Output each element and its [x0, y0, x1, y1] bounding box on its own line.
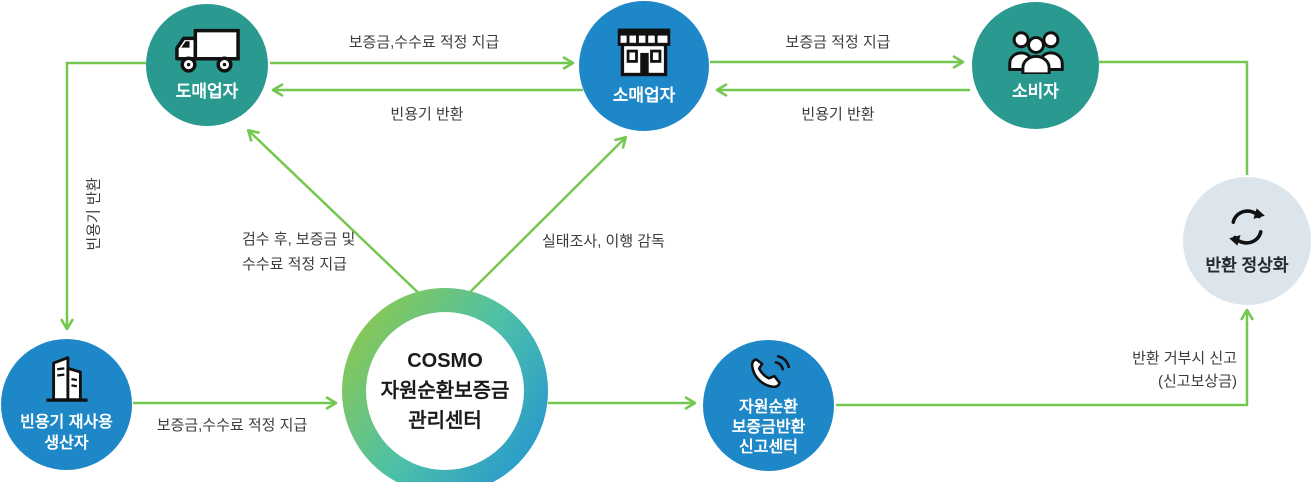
arrow-wholesaler-to-producer	[60, 61, 146, 331]
edge-label-report: 반환 거부시 신고 (신고보상금)	[1132, 350, 1237, 390]
edge-label-wholesaler-to-retailer: 보증금,수수료 적정 지급	[348, 34, 500, 51]
edge-label-wholesaler-to-producer: 빈용기 반환	[85, 177, 103, 251]
edge-label-producer-to-center: 보증금,수수료 적정 지급	[156, 417, 308, 434]
node-retailer-label: 소매업자	[612, 86, 676, 105]
phone-icon	[747, 353, 791, 393]
arrow-report-center-to-return-normalization	[836, 308, 1254, 407]
recycle-icon	[1224, 206, 1270, 248]
edge-label-retailer-to-consumer: 보증금 적정 지급	[785, 34, 891, 51]
edge-label-survey: 실태조사, 이행 감독	[542, 233, 665, 250]
line-consumer-to-return-normalization	[1099, 60, 1249, 175]
node-return-normalization-label: 반환 정상화	[1205, 256, 1289, 275]
node-report-center: 자원순환 보증금반환 신고센터	[703, 340, 834, 471]
node-return-normalization: 반환 정상화	[1183, 177, 1311, 305]
store-icon	[614, 26, 674, 78]
node-consumer-label: 소비자	[1012, 81, 1059, 101]
node-consumer: 소비자	[972, 2, 1099, 129]
edge-label-inspection: 검수 후, 보증금 및 수수료 적정 지급	[242, 231, 356, 273]
node-report-center-label: 자원순환 보증금반환 신고센터	[731, 399, 806, 456]
edge-label-retailer-to-wholesaler: 빈용기 반환	[390, 106, 464, 123]
node-retailer: 소매업자	[579, 1, 709, 131]
node-management-center: COSMO 자원순환보증금 관리센터	[342, 288, 548, 482]
node-wholesaler-label: 도매업자	[175, 82, 239, 101]
truck-icon	[174, 28, 240, 74]
node-management-center-label: COSMO 자원순환보증금 관리센터	[366, 312, 524, 470]
node-producer-label: 빈용기 재사용 생산자	[20, 414, 113, 452]
node-producer: 빈용기 재사용 생산자	[1, 339, 132, 470]
buildings-icon	[42, 355, 92, 405]
edge-label-consumer-to-retailer: 빈용기 반환	[801, 106, 875, 123]
people-icon	[1007, 30, 1064, 75]
node-wholesaler: 도매업자	[146, 4, 268, 126]
